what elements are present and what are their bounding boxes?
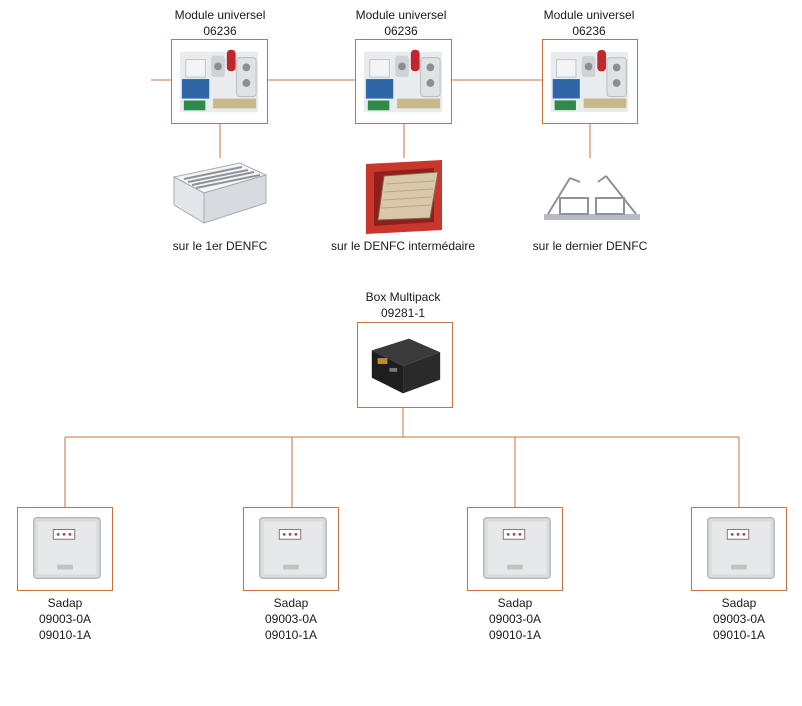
box-multipack[interactable] [357,322,453,408]
sadap-name-2: Sadap [273,596,309,610]
module-caption-2: sur le DENFC intermédaire [330,239,476,253]
sadap-box-3[interactable] [467,507,563,591]
sadap-code2-1: 09010-1A [38,628,92,642]
module-code-3: 06236 [572,24,606,38]
sadap-box-1[interactable] [17,507,113,591]
circuit-board-icon [363,49,443,113]
module-name-1: Module universel [174,8,266,22]
sadap-code2-3: 09010-1A [488,628,542,642]
sadap-code1-2: 09003-0A [264,612,318,626]
sadap-box-2[interactable] [243,507,339,591]
module-code-2: 06236 [384,24,418,38]
sadap-code1-4: 09003-0A [712,612,766,626]
fire-damper-icon [362,158,446,234]
sadap-name-4: Sadap [721,596,757,610]
sadap-label-2: Sadap 09003-0A 09010-1A [241,595,341,643]
module-label-2: Module universel 06236 [351,7,451,39]
sadap-enclosure-icon [707,517,775,579]
smoke-vent-grille-icon [170,159,270,227]
sadap-label-3: Sadap 09003-0A 09010-1A [465,595,565,643]
sadap-code2-4: 09010-1A [712,628,766,642]
module-label-1: Module universel 06236 [170,7,270,39]
box-label: Box Multipack 09281-1 [343,289,463,321]
smoke-vent-frame-icon [540,172,644,222]
module-box-2[interactable] [355,39,452,124]
box-code: 09281-1 [380,306,426,320]
sadap-enclosure-icon [483,517,551,579]
sadap-enclosure-icon [259,517,327,579]
sadap-code1-1: 09003-0A [38,612,92,626]
module-name-3: Module universel [543,8,635,22]
sadap-box-4[interactable] [691,507,787,591]
sadap-code2-2: 09010-1A [264,628,318,642]
sadap-label-4: Sadap 09003-0A 09010-1A [689,595,789,643]
sadap-name-3: Sadap [497,596,533,610]
sadap-label-1: Sadap 09003-0A 09010-1A [15,595,115,643]
multipack-box-icon [371,338,441,394]
module-label-3: Module universel 06236 [539,7,639,39]
module-caption-1: sur le 1er DENFC [172,239,268,253]
module-box-3[interactable] [542,39,638,124]
module-caption-3: sur le dernier DENFC [532,239,648,253]
box-name: Box Multipack [365,290,441,304]
circuit-board-icon [550,50,629,113]
module-code-1: 06236 [203,24,237,38]
module-box-1[interactable] [171,39,268,124]
sadap-enclosure-icon [33,517,101,579]
circuit-board-icon [179,49,259,113]
sadap-name-1: Sadap [47,596,83,610]
module-name-2: Module universel [355,8,447,22]
sadap-code1-3: 09003-0A [488,612,542,626]
